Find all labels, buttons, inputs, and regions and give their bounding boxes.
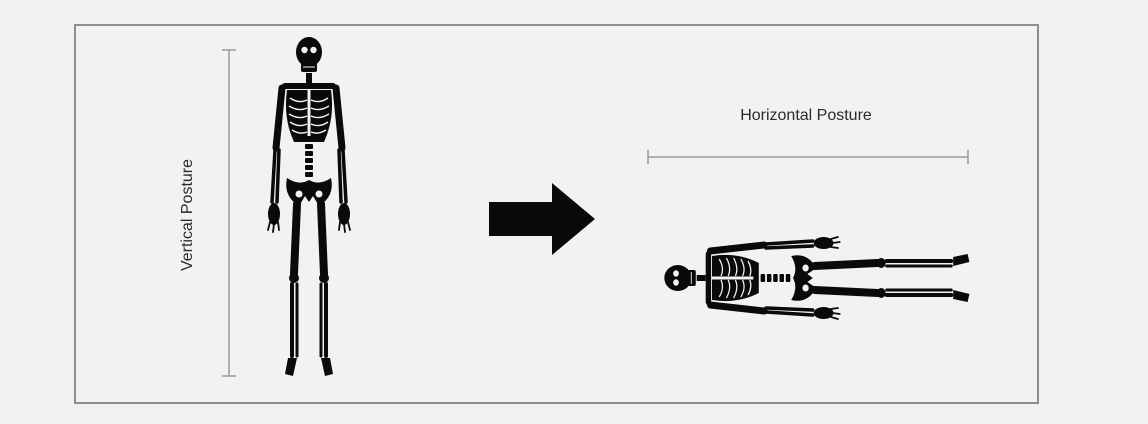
arrow-right-icon — [489, 183, 595, 255]
skeleton-standing-icon — [268, 37, 350, 376]
vertical-measure-line — [222, 49, 236, 377]
horizontal-posture-label: Horizontal Posture — [740, 107, 872, 124]
vertical-posture-label: Vertical Posture — [179, 158, 196, 272]
skeleton-lying-icon — [664, 237, 969, 319]
horizontal-measure-line — [647, 150, 969, 164]
